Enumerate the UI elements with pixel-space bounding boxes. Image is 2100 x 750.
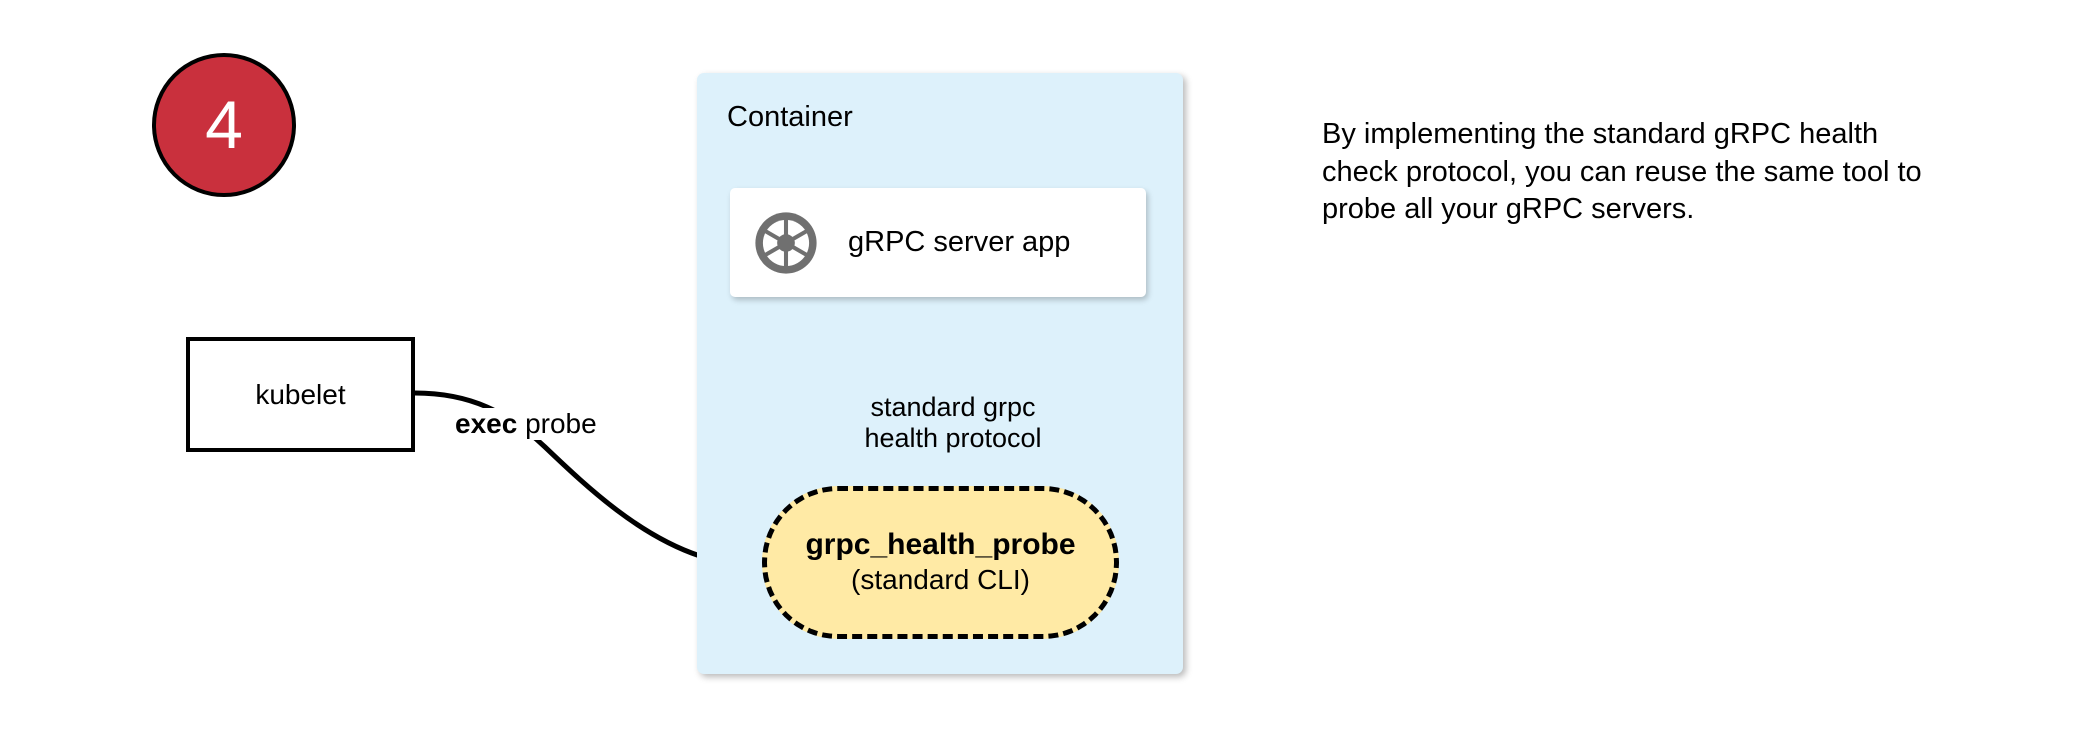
grpc-server-app-label: gRPC server app (848, 226, 1071, 258)
grpc-health-probe-title: grpc_health_probe (805, 528, 1076, 562)
grpc-health-probe-subtitle: (standard CLI) (851, 564, 1030, 596)
kubelet-box: kubelet (186, 337, 415, 452)
exec-probe-label-rest: probe (517, 408, 597, 439)
grpc-health-probe-node: grpc_health_probe (standard CLI) (762, 486, 1119, 639)
side-note-text: By implementing the standard gRPC health… (1322, 118, 1922, 226)
health-protocol-label: standard grpc health protocol (838, 392, 1068, 453)
exec-probe-label: exec probe (452, 408, 600, 440)
aperture-icon (755, 211, 817, 274)
grpc-server-app-card: gRPC server app (730, 188, 1146, 297)
exec-probe-label-bold: exec (455, 408, 518, 439)
health-protocol-label-line2: health protocol (864, 422, 1042, 453)
health-protocol-label-line1: standard grpc (870, 392, 1036, 422)
container-title: Container (727, 101, 853, 133)
step-badge: 4 (152, 53, 296, 197)
kubelet-label: kubelet (255, 378, 346, 410)
step-badge-number: 4 (205, 87, 243, 163)
